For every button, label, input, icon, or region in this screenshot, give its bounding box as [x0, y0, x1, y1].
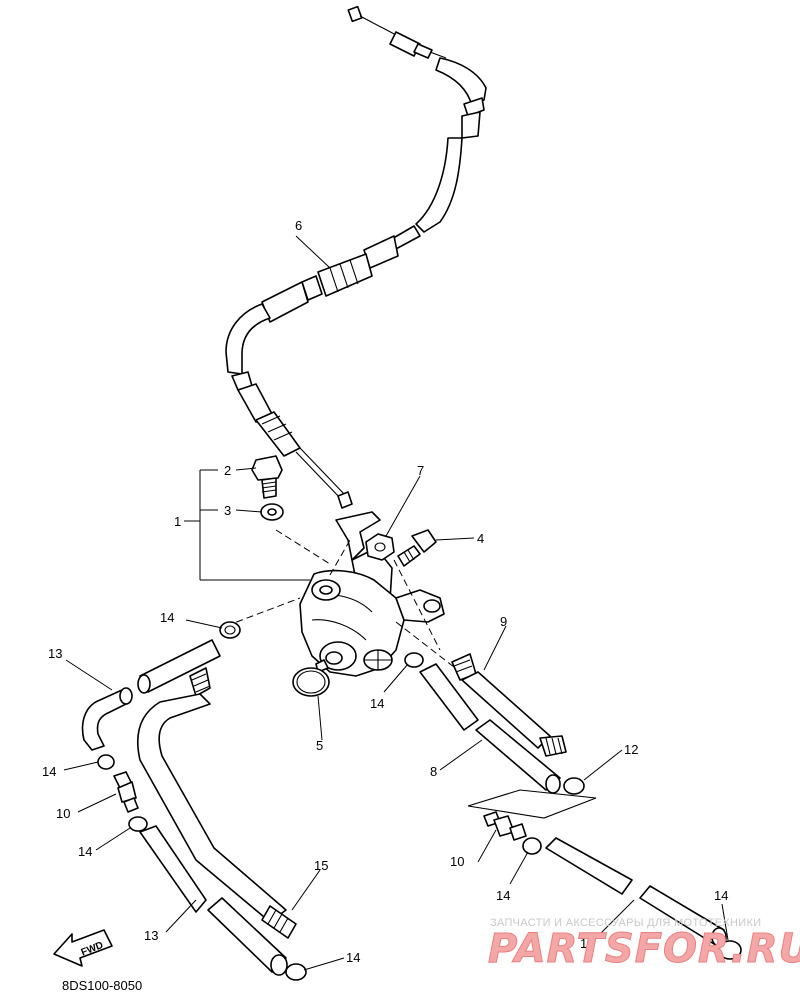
callout-labels: 6 2 1 3 7 4 14 9 13 14 5 12 14 8 10 14 1… [42, 218, 728, 965]
callout-1: 1 [174, 514, 181, 529]
callout-13-lower: 13 [144, 928, 158, 943]
oil-pump-cable[interactable] [225, 5, 487, 509]
callout-14-left-bottom: 14 [346, 950, 360, 965]
clip-right-bottom[interactable] [718, 940, 742, 960]
clip-right-12[interactable] [563, 777, 585, 795]
callout-14-left-1: 14 [42, 764, 56, 779]
clip-left-2[interactable] [128, 816, 148, 832]
callout-14-pump: 14 [160, 610, 174, 625]
bolt[interactable] [397, 529, 437, 567]
hose-with-spring[interactable] [137, 667, 297, 939]
callout-leaders [63, 235, 729, 971]
watermark-logo: PARTSFOR.RU [488, 926, 800, 972]
oil-pump-assembly[interactable] [299, 511, 445, 677]
hose-short-left[interactable] [137, 639, 221, 694]
callout-10-right: 10 [450, 854, 464, 869]
callout-14-right-mid: 14 [496, 888, 510, 903]
nut[interactable] [365, 533, 395, 561]
watermark-tagline: ЗАПЧАСТИ И АКСЕССУАРЫ ДЛЯ МОТОТЕХНИКИ [490, 917, 761, 929]
callout-3: 3 [224, 503, 231, 518]
hose-right-spring[interactable] [451, 653, 567, 757]
callout-2: 2 [224, 463, 231, 478]
callout-14-left-2: 14 [78, 844, 92, 859]
clip-upper-left[interactable] [219, 621, 241, 639]
joint-right[interactable] [483, 811, 527, 841]
callout-15: 15 [314, 858, 328, 873]
callout-13-upper: 13 [48, 646, 62, 661]
hose-right-short[interactable] [419, 663, 561, 794]
callout-14-right-upper: 14 [370, 696, 384, 711]
callout-7: 7 [417, 463, 424, 478]
clip-right-mid[interactable] [522, 837, 542, 855]
callout-9: 9 [500, 614, 507, 629]
callout-5: 5 [316, 738, 323, 753]
clip-right-upper[interactable] [404, 652, 424, 668]
callout-8: 8 [430, 764, 437, 779]
gasket-washer[interactable] [260, 503, 284, 521]
banjo-bolt[interactable] [251, 455, 283, 499]
callout-6: 6 [295, 218, 302, 233]
clip-left-bottom[interactable] [285, 963, 307, 981]
hose-long-lower[interactable] [139, 825, 288, 976]
diagram-code: 8DS100-8050 [62, 978, 142, 993]
watermark: ЗАПЧАСТИ И АКСЕССУАРЫ ДЛЯ МОТОТЕХНИКИ PA… [488, 917, 800, 973]
callout-10-left: 10 [56, 806, 70, 821]
callout-11: 11 [580, 936, 594, 951]
o-ring[interactable] [292, 667, 330, 697]
fwd-arrow-icon: FWD [53, 929, 113, 967]
callout-12: 12 [624, 742, 638, 757]
hose-right-long[interactable] [545, 837, 727, 947]
callout-14-right-bottom: 14 [714, 888, 728, 903]
joint-left[interactable] [113, 771, 139, 813]
clip-left-1[interactable] [97, 754, 115, 770]
hose-elbow[interactable] [81, 687, 133, 751]
callout-4: 4 [477, 531, 484, 546]
